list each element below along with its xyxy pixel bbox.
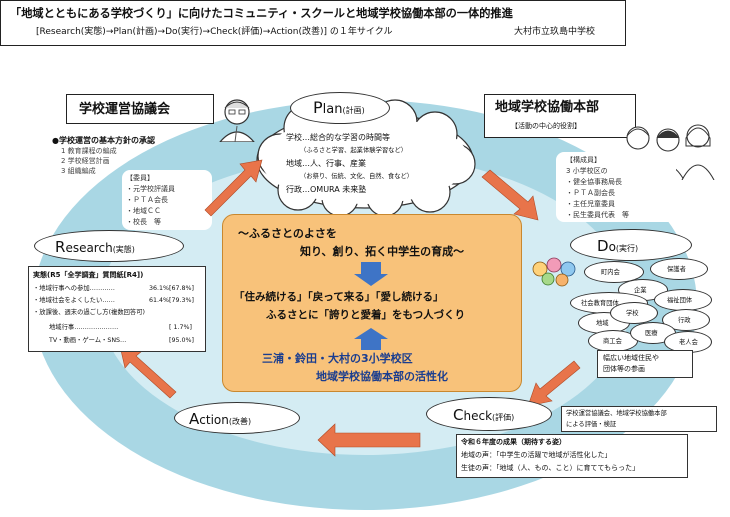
policy-item: 1 教育課程の編成 <box>61 147 117 155</box>
action-title: Action(改善) <box>189 410 252 428</box>
do-caption-line: 団体等の参画 <box>603 365 645 373</box>
plan-line: 学校…総合的な学習の時間等 <box>286 133 390 142</box>
center-line5: 三浦・鈴田・大村の3小学校区 <box>262 352 413 365</box>
results-line: 地域の声：「中学生の活躍で地域が活性化した」 <box>461 451 612 459</box>
honbu-title-box: 地域学校協働本部 【活動の中心的役割】 <box>484 94 636 138</box>
arrow-action-research <box>119 345 177 399</box>
member-item: ・ＰＴＡ会長 <box>126 196 168 204</box>
title-box: 「地域とともにある学校づくり」に向けたコミュニティ・スクールと地域学校協働本部の… <box>0 0 626 46</box>
person-illustration <box>219 99 255 142</box>
research-row-label: ・地域社会をよくしたい…… <box>33 297 115 304</box>
research-row-label: TV・動画・ゲーム・SNS… <box>49 337 127 344</box>
honbu-title: 地域学校協働本部 <box>495 100 600 115</box>
arrow-research-plan <box>204 159 263 217</box>
research-row-label: ・地域行事への参加………… <box>33 285 115 292</box>
org-oval: 町内会 <box>584 261 644 283</box>
council-title: 学校運営協議会 <box>79 102 171 117</box>
plan-line: 行政…OMURA 未来塾 <box>286 185 367 194</box>
plan-title: Plan(計画) <box>313 98 365 117</box>
action-label-oval: Action(改善) <box>174 402 300 434</box>
org-oval: 学校 <box>610 302 658 324</box>
plan-line: 地域…人、行事、産業 <box>286 159 366 168</box>
council-members-box <box>122 170 212 230</box>
research-row-value: [95.0%] <box>169 337 194 344</box>
center-line3: 「住み続ける」「戻って来る」「愛し続ける」 <box>234 291 444 303</box>
results-head: 令和６年度の成果（期待する姿） <box>461 438 566 446</box>
org-oval: 福祉団体 <box>654 289 712 311</box>
research-box-head: 実態(R5「全学調査」質問紙[R4]) <box>33 271 144 279</box>
research-box: 実態(R5「全学調査」質問紙[R4]) ・地域行事への参加………… 36.1%[… <box>28 266 206 352</box>
honbu-members-box <box>556 152 676 222</box>
honbu-members-head: 【構成員】 <box>566 156 601 164</box>
results-line: 生徒の声：「地域（人、もの、こと）に育ててもらった」 <box>461 464 640 472</box>
school-name: 大村市立玖島中学校 <box>514 27 596 37</box>
research-row-value: [ 1.7%] <box>169 324 192 331</box>
honbu-member: ・健全協事務局長 <box>566 178 622 186</box>
arrow-do-check <box>527 360 581 407</box>
do-caption-line: 幅広い地域住民や <box>603 354 659 362</box>
member-item: ・地域ＣＣ <box>126 207 161 215</box>
down-arrow-icon <box>354 262 388 286</box>
center-line6: 地域学校協働本部の活性化 <box>316 370 448 383</box>
research-row-value: 36.1%[67.8%] <box>149 285 194 292</box>
arrow-check-action <box>317 423 421 457</box>
policy-item: 3 組織編成 <box>61 167 96 175</box>
org-oval: 保護者 <box>650 258 708 280</box>
do-title: Do(実行) <box>597 237 639 255</box>
members-head: 【委員】 <box>126 174 154 182</box>
children-illustration <box>532 257 576 287</box>
policy-item: 2 学校経営計画 <box>61 157 110 165</box>
member-item: ・元学校評議員 <box>126 185 175 193</box>
honbu-member: ・民生委員代表 等 <box>566 211 629 219</box>
member-item: ・校長 等 <box>126 218 161 226</box>
do-caption-box: 幅広い地域住民や 団体等の参画 <box>597 350 693 378</box>
center-line4: ふるさとに「誇りと愛着」をもつ人づくり <box>266 309 466 321</box>
check-title: Check(評価) <box>453 406 515 424</box>
results-box: 令和６年度の成果（期待する姿） 地域の声：「中学生の活躍で地域が活性化した」 生… <box>456 434 688 478</box>
arrow-plan-do <box>481 169 539 221</box>
check-box-line: 学校運営協議会、地域学校協働本部 <box>566 410 667 417</box>
plan-line: （お祭り、伝統、文化、自然、食など） <box>300 173 414 180</box>
honbu-subtitle: 【活動の中心的役割】 <box>511 122 581 130</box>
honbu-member: ・ＰＴＡ副会長 <box>566 189 615 197</box>
research-label-oval: Research(実態) <box>34 230 184 262</box>
plan-label-oval: Plan(計画) <box>290 92 390 124</box>
research-row-label: 地域行事………………… <box>49 324 119 331</box>
research-title: Research(実態) <box>55 238 135 256</box>
cycle-subtitle: [Research(実態)→Plan(計画)→Do(実行)→Check(評価)→… <box>36 27 393 37</box>
check-box: 学校運営協議会、地域学校協働本部 による評価・検証 <box>561 406 717 432</box>
check-box-line: による評価・検証 <box>566 421 617 428</box>
policy-head: ●学校運営の基本方針の承認 <box>52 136 155 145</box>
up-arrow-icon <box>354 328 388 350</box>
research-row-label: ・放課後、週末の過ごし方(複数回答可) <box>33 309 145 316</box>
research-row-value: 61.4%[79.3%] <box>149 297 194 304</box>
check-label-oval: Check(評価) <box>426 397 552 431</box>
council-title-box: 学校運営協議会 <box>66 94 214 124</box>
honbu-member: 3 小学校区の <box>566 167 608 175</box>
page-title: 「地域とともにある学校づくり」に向けたコミュニティ・スクールと地域学校協働本部の… <box>10 7 513 20</box>
plan-cloud <box>256 98 476 217</box>
honbu-member: ・主任児童委員 <box>566 200 615 208</box>
center-line1: 〜ふるさとのよさを <box>238 227 337 240</box>
plan-line: （ふるさと学習、起業体験学習など） <box>300 147 408 154</box>
center-line2: 知り、創り、拓く中学生の育成〜 <box>300 245 465 258</box>
do-label-oval: Do(実行) <box>570 229 692 261</box>
center-box <box>222 214 522 392</box>
